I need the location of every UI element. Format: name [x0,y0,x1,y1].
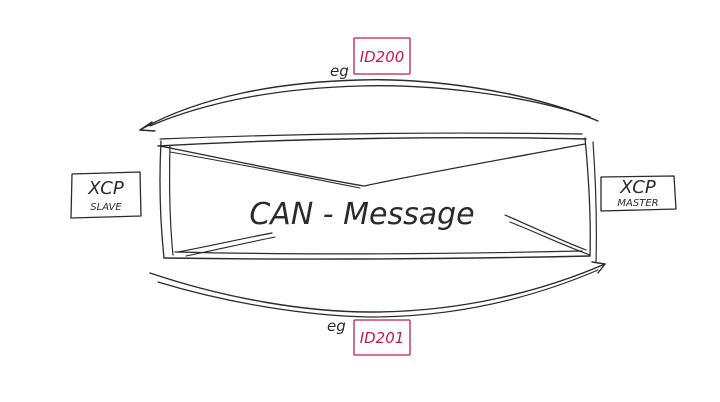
xcp-master-box: XCP MASTER [600,175,677,212]
slave-line1: XCP [87,178,124,199]
master-line1: XCP [619,177,656,198]
slave-line2: SLAVE [90,202,122,213]
top-arrow [139,79,599,132]
top-id-box: ID200 [353,37,411,75]
top-arrowhead-icon [139,121,156,132]
message-label: CAN - Message [249,197,474,232]
bottom-arrow [149,261,606,318]
top-eg-label: eg [330,62,349,80]
top-id-label: ID200 [360,48,405,66]
bottom-id-label: ID201 [360,329,405,347]
envelope [157,132,597,263]
bottom-eg-label: eg [327,317,346,335]
xcp-slave-box: XCP SLAVE [70,171,142,219]
bottom-id-box: ID201 [353,319,411,356]
bottom-arrowhead-icon [591,261,606,274]
master-line2: MASTER [617,198,658,209]
